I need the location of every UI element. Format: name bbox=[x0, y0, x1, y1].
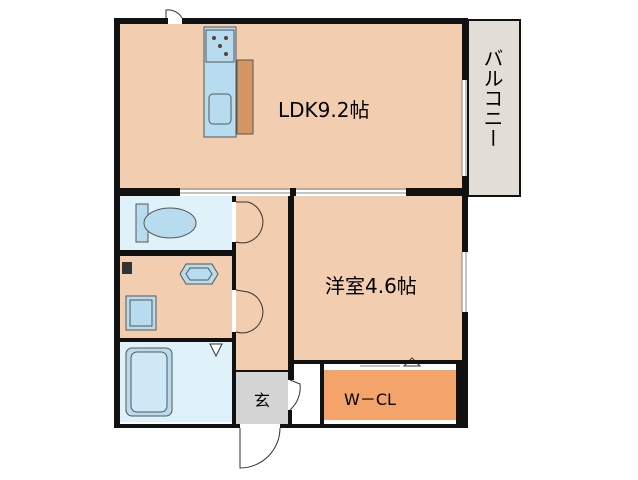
bathtub-inner bbox=[130, 351, 168, 413]
washing-machine-pan bbox=[125, 295, 157, 331]
ldk-floor bbox=[120, 24, 462, 190]
toilet-bowl bbox=[143, 207, 197, 239]
walls bbox=[114, 18, 468, 428]
walk-in-closet-floor bbox=[320, 370, 460, 420]
burner-icon bbox=[212, 36, 216, 40]
burner-icon bbox=[224, 52, 228, 56]
burner-icon bbox=[224, 36, 228, 40]
western-room-floor bbox=[292, 196, 462, 362]
kitchen-cabinet bbox=[236, 59, 254, 135]
western-room-label: 洋室4.6帖 bbox=[325, 274, 417, 298]
entrance-label: 玄 bbox=[254, 391, 271, 410]
walk-in-closet-label: W－CL bbox=[344, 390, 396, 409]
doors bbox=[165, 9, 301, 469]
windows bbox=[180, 80, 467, 367]
hallway-floor bbox=[236, 196, 288, 370]
kitchen-sink bbox=[208, 93, 232, 125]
shelf-box bbox=[122, 262, 132, 274]
wash-basin-bowl bbox=[185, 267, 213, 281]
ldk-label: LDK9.2帖 bbox=[278, 98, 370, 122]
entrance-floor bbox=[236, 372, 288, 424]
burner-icon bbox=[218, 44, 222, 48]
balcony-label: バルコニー bbox=[480, 48, 504, 148]
washing-machine-drain bbox=[129, 299, 153, 327]
bath-vent-icon bbox=[209, 343, 223, 358]
balcony-floor bbox=[467, 19, 521, 197]
